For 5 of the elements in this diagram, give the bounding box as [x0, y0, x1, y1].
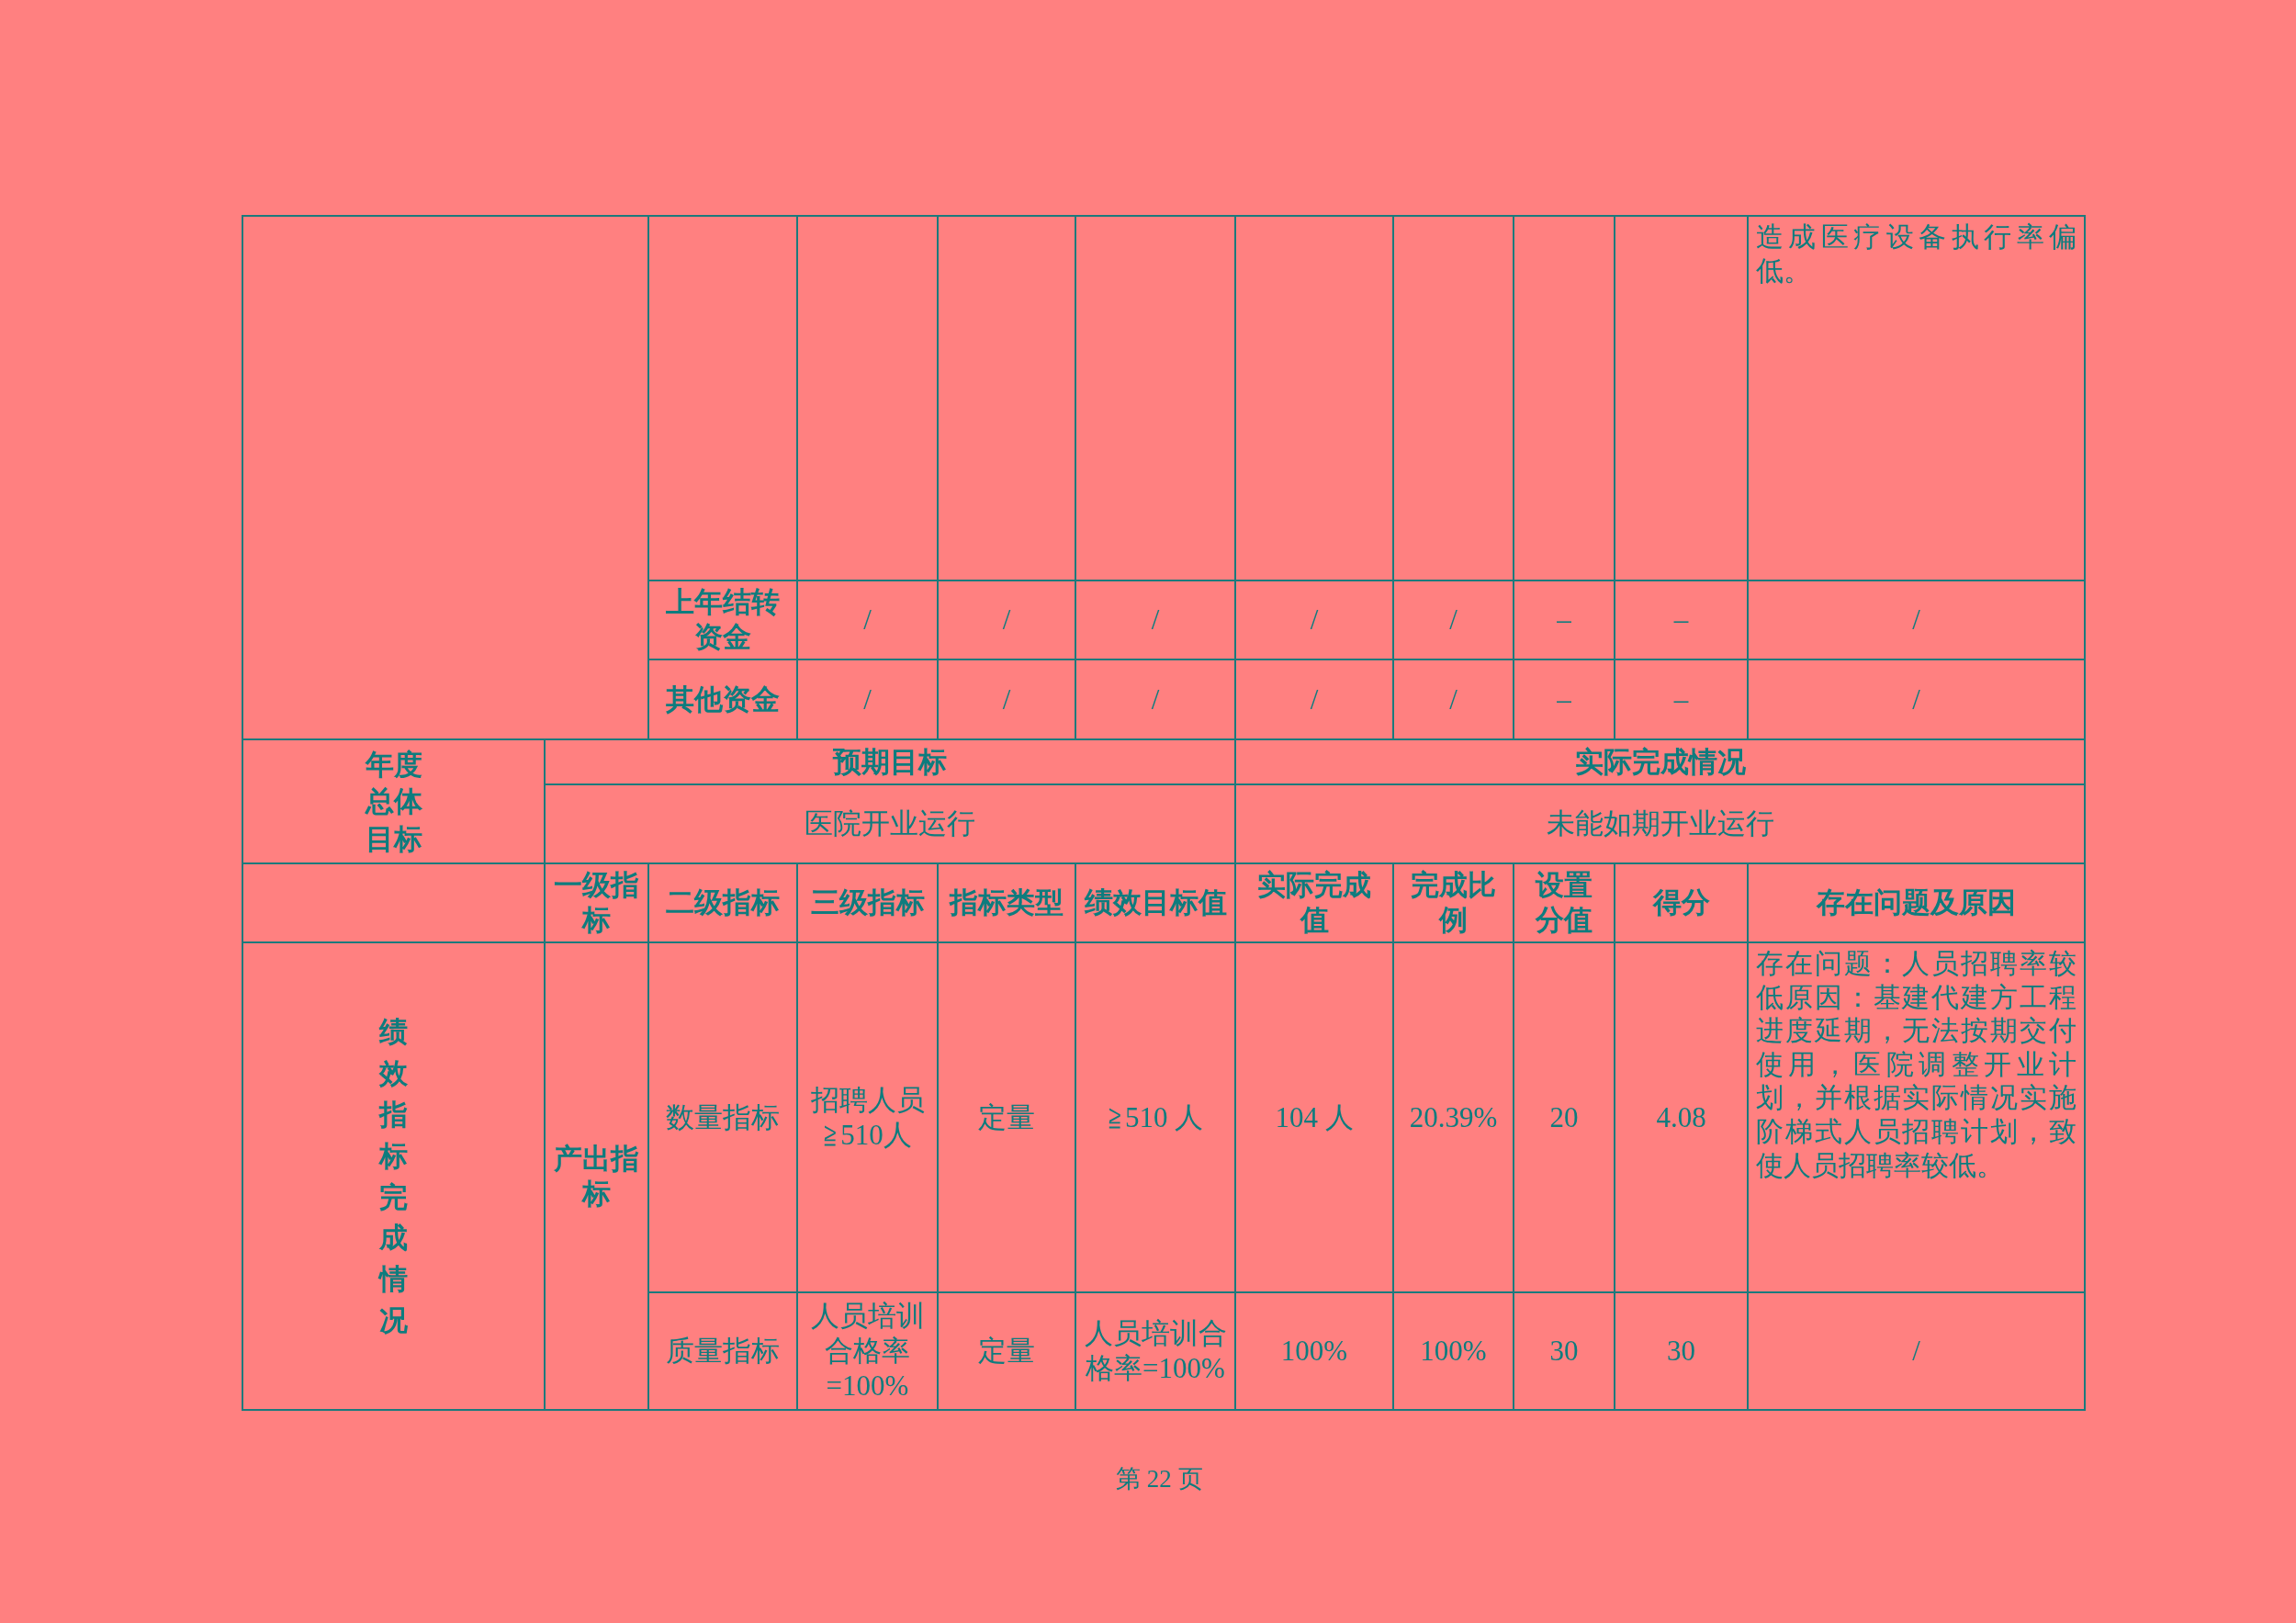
cell-text: 绩效指标完成情况 — [379, 1013, 408, 1339]
cell-text: 年度总体目标 — [365, 747, 422, 857]
table-cell: / — [1747, 1291, 2086, 1411]
page-number: 第 22 页 — [1116, 1464, 1203, 1494]
table-cell: 造成医疗设备执行率偏低。 — [1747, 215, 2086, 581]
